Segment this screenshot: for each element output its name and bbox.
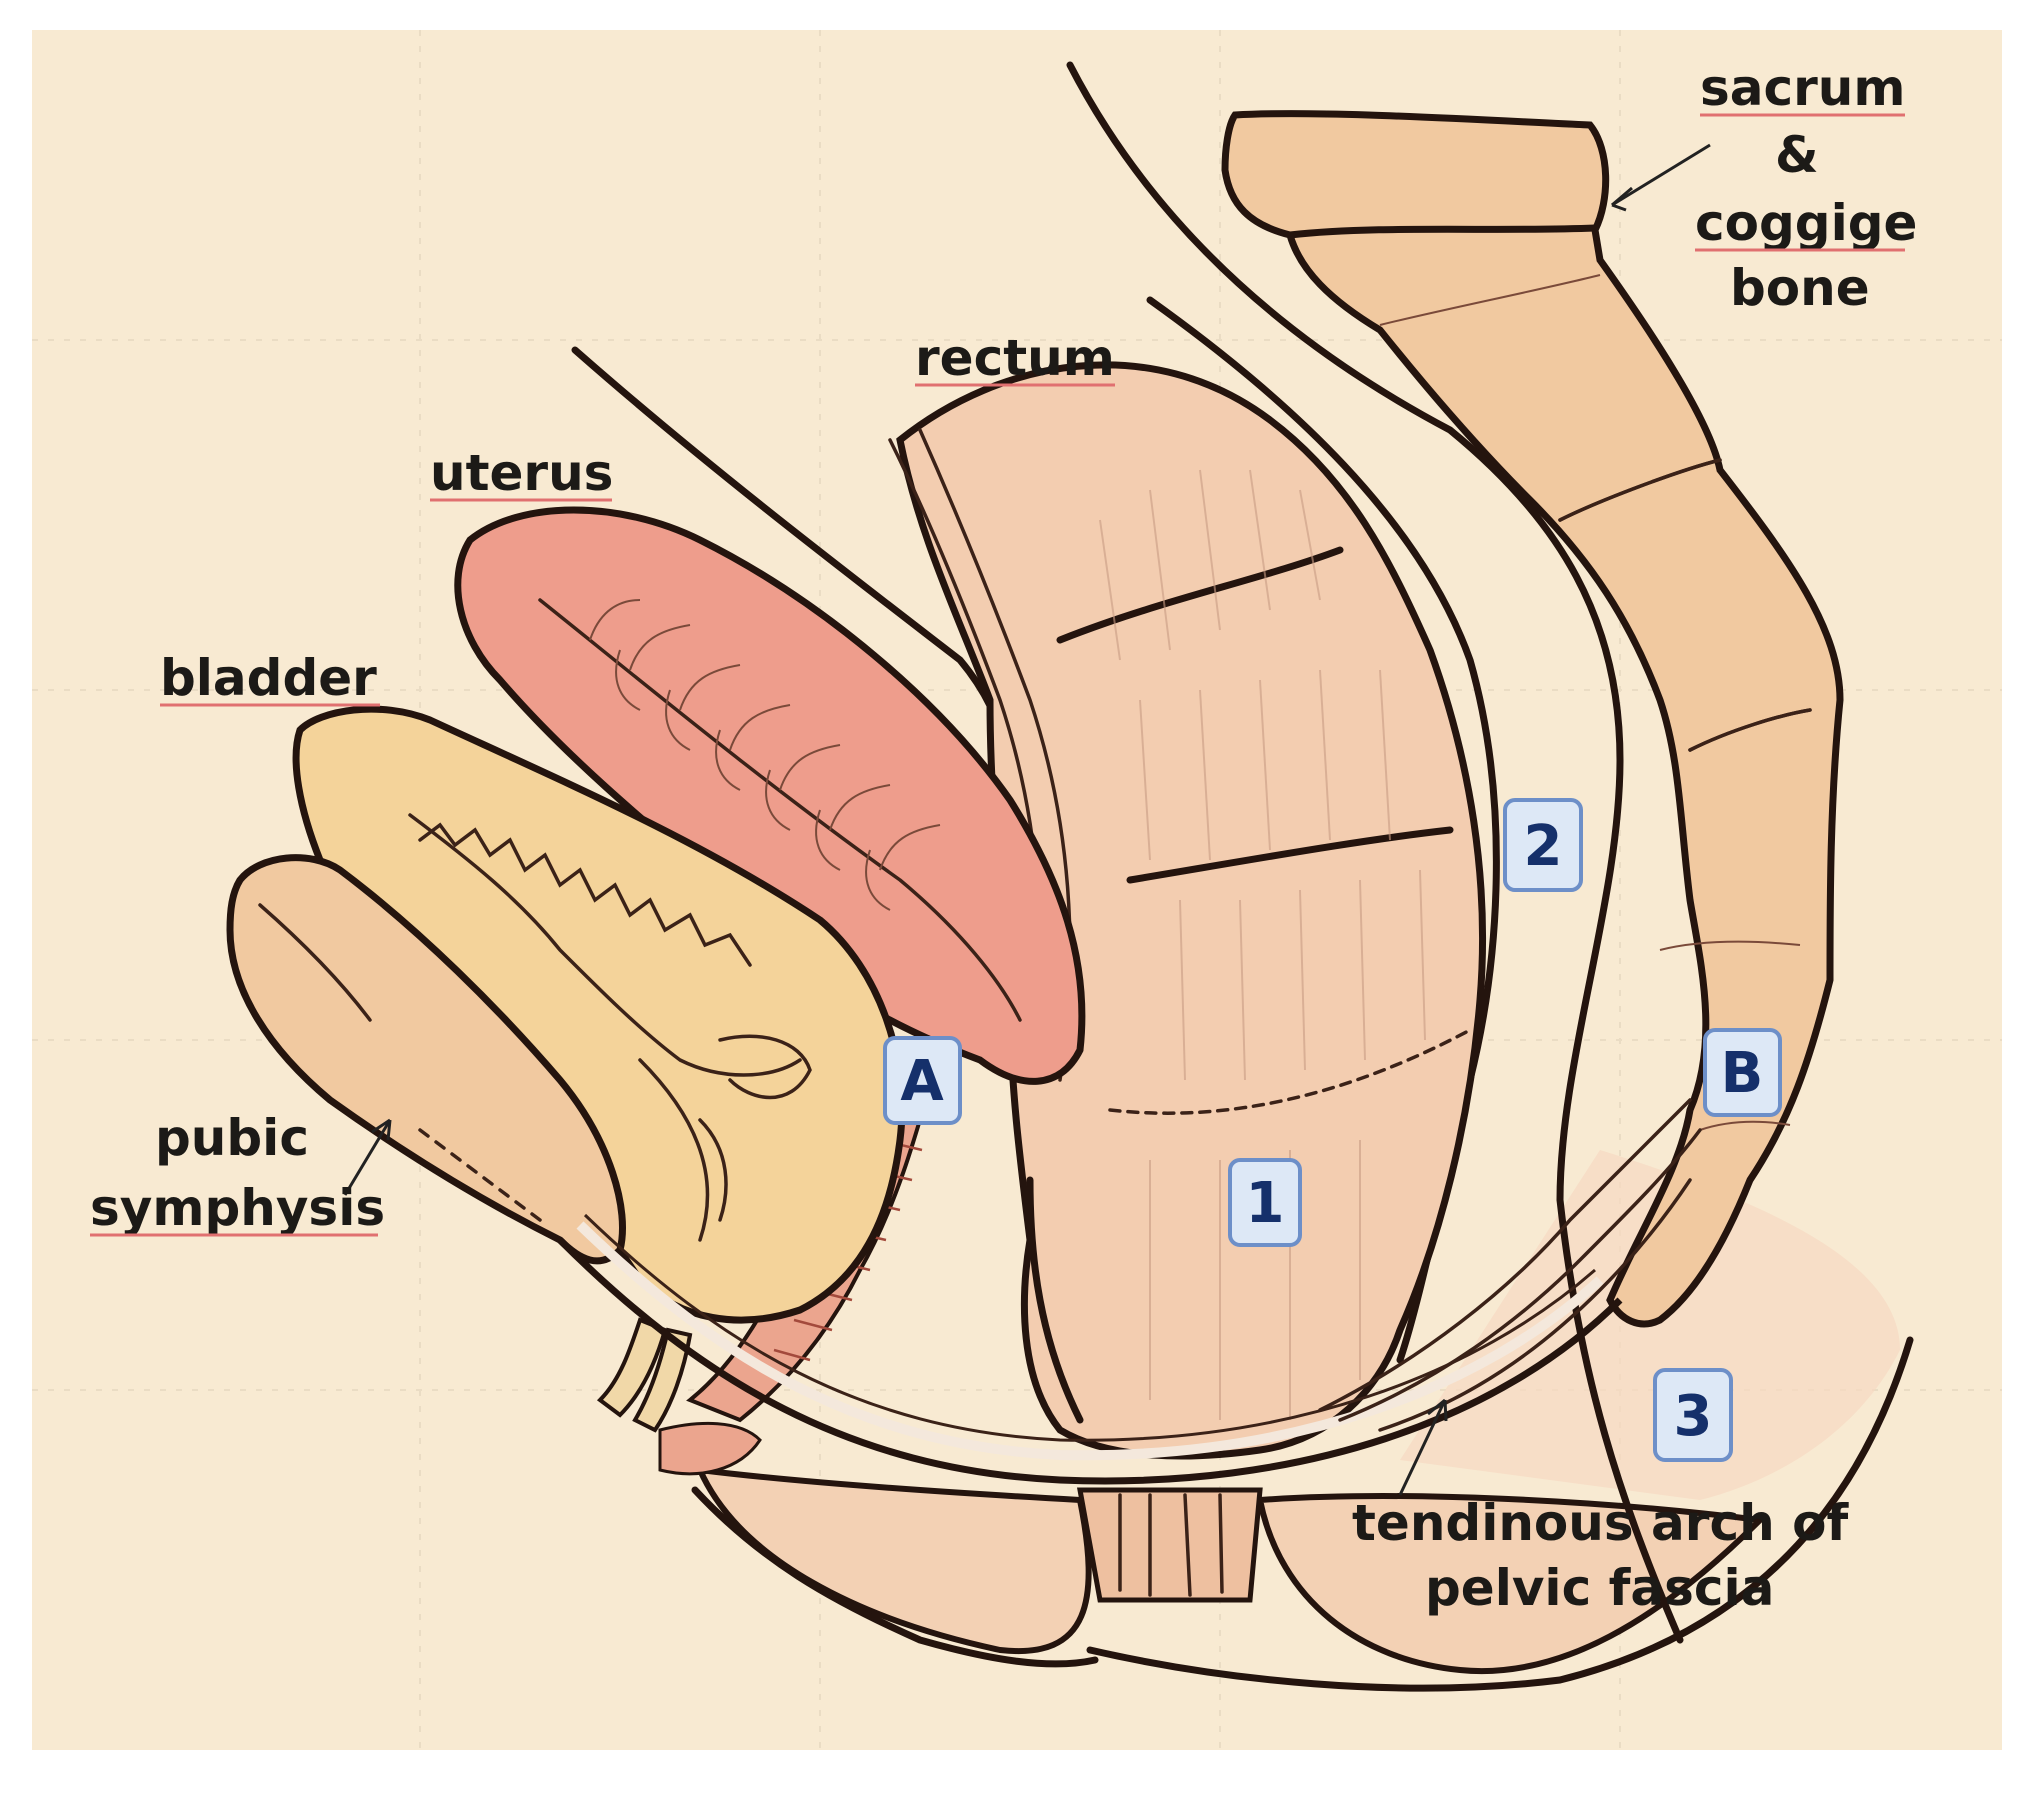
label-sacrum-line4: bone [1730,259,1870,317]
label-rectum: rectum [915,329,1115,387]
label-pubic-line1: pubic [155,1109,309,1167]
sacrum-bone [1221,110,1844,1328]
outer-floor-line [1086,1336,1914,1692]
svg-text:B: B [1721,1041,1764,1106]
sacrum-arrow [1611,143,1711,207]
label-arch-line1: tendinous arch of [1352,1494,1849,1552]
posterior-fascia-line [1066,61,1684,1644]
pubic-symphysis-bone [226,854,626,1265]
label-bladder: bladder [160,649,377,707]
annotation-arrows [343,143,1711,1496]
label-pubic-line2: symphysis [90,1179,385,1237]
anal-canal [1077,1487,1263,1603]
arch-arrowhead [1427,1398,1448,1422]
marker-3: 3 [1653,1368,1733,1462]
uterus-organ [454,506,1086,1085]
arch-arrow [1398,1399,1447,1496]
sacrum-arrowhead [1611,186,1633,212]
svg-text:2: 2 [1524,814,1563,879]
svg-text:A: A [900,1049,944,1114]
label-uterus: uterus [430,444,613,502]
lower-sweep-line [691,1486,1099,1668]
pubic-arrow [343,1119,392,1196]
label-sacrum-line3: coggige [1695,194,1917,252]
perineum-shapes [695,1466,1767,1675]
marker-2: 2 [1503,798,1583,892]
label-arch-line2: pelvic fascia [1425,1559,1774,1617]
label-sacrum-line1: sacrum [1700,59,1906,117]
marker-a: A [883,1036,962,1125]
svg-text:3: 3 [1674,1384,1713,1449]
svg-text:1: 1 [1246,1171,1285,1236]
marker-1: 1 [1228,1158,1302,1247]
anatomy-labels: sacrum & coggige bone rectum uterus blad… [90,59,1917,1617]
marker-b: B [1703,1028,1782,1117]
urethra [596,1317,693,1433]
label-sacrum-line2: & [1775,126,1819,184]
tendinous-arch [557,1098,1702,1485]
pubic-arrowhead [371,1118,392,1141]
